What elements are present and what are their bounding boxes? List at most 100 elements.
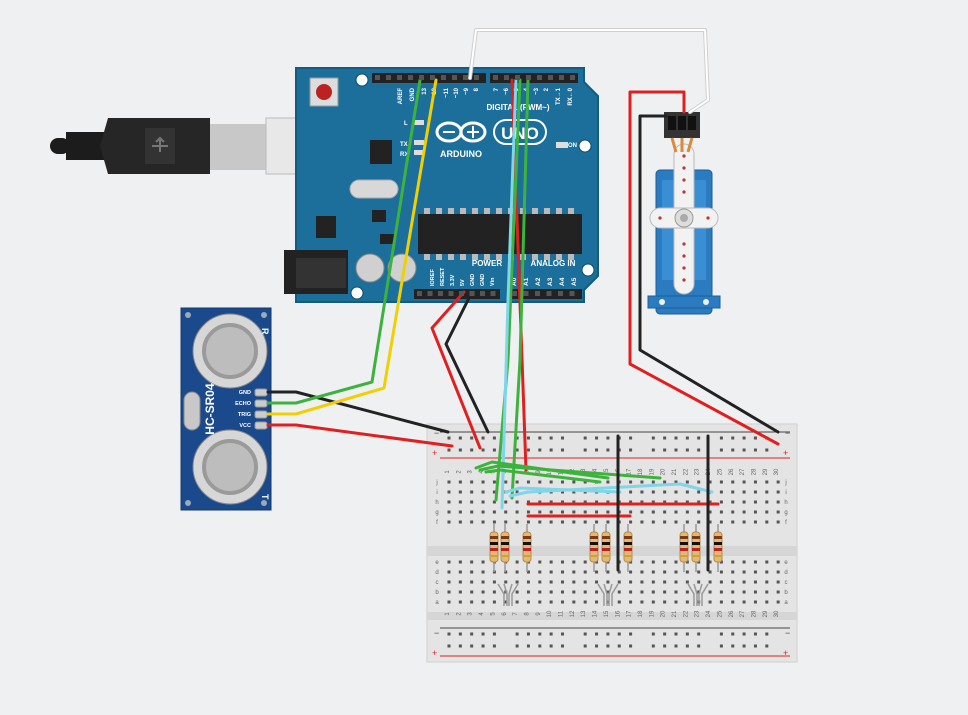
breadboard-hole[interactable] bbox=[583, 580, 587, 584]
rail-hole[interactable] bbox=[629, 436, 633, 440]
header-pin[interactable] bbox=[408, 75, 413, 80]
breadboard-hole[interactable] bbox=[447, 520, 451, 524]
breadboard-hole[interactable] bbox=[481, 570, 485, 574]
breadboard-hole[interactable] bbox=[526, 590, 530, 594]
rail-hole[interactable] bbox=[617, 632, 621, 636]
breadboard-hole[interactable] bbox=[561, 580, 564, 584]
breadboard-hole[interactable] bbox=[549, 560, 553, 564]
breadboard-hole[interactable] bbox=[447, 570, 451, 574]
breadboard-hole[interactable] bbox=[719, 520, 723, 524]
breadboard-hole[interactable] bbox=[606, 500, 610, 504]
rail-hole[interactable] bbox=[663, 436, 667, 440]
breadboard-hole[interactable] bbox=[674, 510, 678, 514]
rgb-led-2[interactable] bbox=[597, 583, 619, 606]
rail-hole[interactable] bbox=[697, 632, 701, 636]
breadboard-hole[interactable] bbox=[776, 570, 780, 574]
wire-gnd[interactable] bbox=[444, 290, 490, 434]
breadboard-hole[interactable] bbox=[629, 590, 633, 594]
breadboard-hole[interactable] bbox=[640, 500, 644, 504]
rail-hole[interactable] bbox=[515, 436, 519, 440]
resistor[interactable] bbox=[713, 524, 723, 572]
breadboard-hole[interactable] bbox=[708, 500, 712, 504]
breadboard-hole[interactable] bbox=[663, 590, 667, 594]
breadboard-hole[interactable] bbox=[640, 600, 644, 604]
breadboard-hole[interactable] bbox=[492, 590, 496, 594]
breadboard-hole[interactable] bbox=[719, 590, 723, 594]
breadboard-hole[interactable] bbox=[538, 590, 542, 594]
rail-hole[interactable] bbox=[719, 436, 723, 440]
breadboard-hole[interactable] bbox=[515, 580, 519, 584]
rail-hole[interactable] bbox=[731, 644, 735, 648]
header-pin[interactable] bbox=[448, 291, 454, 296]
breadboard-hole[interactable] bbox=[765, 580, 769, 584]
rail-hole[interactable] bbox=[447, 448, 451, 452]
breadboard-hole[interactable] bbox=[674, 480, 678, 484]
breadboard-hole[interactable] bbox=[458, 500, 462, 504]
rail-hole[interactable] bbox=[765, 644, 769, 648]
breadboard-hole[interactable] bbox=[526, 480, 530, 484]
breadboard-hole[interactable] bbox=[595, 570, 599, 574]
rail-hole[interactable] bbox=[470, 644, 474, 648]
breadboard-hole[interactable] bbox=[561, 570, 564, 574]
breadboard-hole[interactable] bbox=[674, 520, 678, 524]
breadboard-hole[interactable] bbox=[640, 490, 644, 494]
breadboard-hole[interactable] bbox=[561, 490, 564, 494]
rail-hole[interactable] bbox=[606, 644, 610, 648]
breadboard-hole[interactable] bbox=[753, 590, 757, 594]
wire-sensor-echo[interactable] bbox=[266, 78, 422, 405]
breadboard-hole[interactable] bbox=[674, 580, 678, 584]
breadboard-hole[interactable] bbox=[697, 570, 701, 574]
breadboard-hole[interactable] bbox=[776, 580, 780, 584]
breadboard-hole[interactable] bbox=[538, 500, 542, 504]
breadboard-hole[interactable] bbox=[651, 600, 655, 604]
rail-hole[interactable] bbox=[685, 448, 689, 452]
rail-hole[interactable] bbox=[753, 436, 757, 440]
rail-hole[interactable] bbox=[742, 632, 746, 636]
breadboard-hole[interactable] bbox=[515, 520, 519, 524]
breadboard-hole[interactable] bbox=[765, 590, 769, 594]
breadboard-hole[interactable] bbox=[515, 560, 519, 564]
breadboard-hole[interactable] bbox=[753, 580, 757, 584]
header-pin[interactable] bbox=[546, 291, 552, 296]
header-pin[interactable] bbox=[548, 75, 553, 80]
rail-hole[interactable] bbox=[742, 448, 746, 452]
rail-hole[interactable] bbox=[470, 448, 474, 452]
breadboard-hole[interactable] bbox=[742, 580, 746, 584]
breadboard-hole[interactable] bbox=[640, 560, 644, 564]
rail-hole[interactable] bbox=[561, 644, 564, 648]
breadboard-hole[interactable] bbox=[458, 560, 462, 564]
rail-hole[interactable] bbox=[651, 448, 655, 452]
rail-hole[interactable] bbox=[595, 448, 599, 452]
breadboard-hole[interactable] bbox=[719, 510, 723, 514]
breadboard-hole[interactable] bbox=[492, 480, 496, 484]
breadboard-hole[interactable] bbox=[458, 590, 462, 594]
breadboard-hole[interactable] bbox=[470, 570, 474, 574]
breadboard-hole[interactable] bbox=[663, 490, 667, 494]
header-pin[interactable] bbox=[474, 75, 479, 80]
rail-hole[interactable] bbox=[685, 644, 689, 648]
rail-hole[interactable] bbox=[674, 644, 678, 648]
rail-hole[interactable] bbox=[549, 644, 553, 648]
breadboard-hole[interactable] bbox=[526, 570, 530, 574]
breadboard-hole[interactable] bbox=[685, 590, 689, 594]
breadboard-hole[interactable] bbox=[481, 520, 485, 524]
rail-hole[interactable] bbox=[549, 436, 553, 440]
resistor[interactable] bbox=[489, 524, 499, 572]
breadboard-hole[interactable] bbox=[731, 580, 735, 584]
breadboard-hole[interactable] bbox=[470, 500, 474, 504]
rail-hole[interactable] bbox=[651, 632, 655, 636]
wire-sensor-trig[interactable] bbox=[266, 78, 438, 416]
breadboard-hole[interactable] bbox=[719, 490, 723, 494]
breadboard-hole[interactable] bbox=[719, 600, 723, 604]
breadboard-hole[interactable] bbox=[538, 600, 542, 604]
rail-hole[interactable] bbox=[765, 632, 769, 636]
breadboard-hole[interactable] bbox=[606, 480, 610, 484]
header-pin[interactable] bbox=[419, 75, 424, 80]
breadboard-hole[interactable] bbox=[651, 480, 655, 484]
rail-hole[interactable] bbox=[583, 644, 587, 648]
breadboard-hole[interactable] bbox=[549, 520, 553, 524]
rail-hole[interactable] bbox=[663, 632, 667, 636]
breadboard-hole[interactable] bbox=[753, 520, 757, 524]
breadboard-hole[interactable] bbox=[481, 560, 485, 564]
arduino-board[interactable]: UNO ARDUINO DIGITAL (PWM~) POWER ANALOG … bbox=[284, 67, 599, 303]
